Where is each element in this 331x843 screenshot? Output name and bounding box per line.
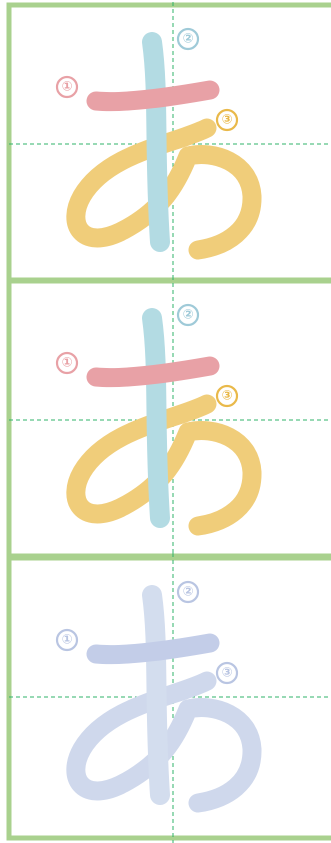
stroke-number-2-label: ②: [182, 32, 193, 47]
stroke-number-2: ②: [178, 29, 198, 49]
stroke-number-3: ③: [217, 663, 237, 683]
stroke-number-2-label: ②: [182, 585, 193, 600]
stroke-number-1-label: ①: [61, 633, 72, 648]
stroke-number-1-label: ①: [61, 80, 72, 95]
stroke-number-1: ①: [57, 353, 77, 373]
stroke-number-2-label: ②: [182, 308, 193, 323]
stroke-number-3: ③: [217, 386, 237, 406]
stroke-number-3-label: ③: [221, 389, 232, 404]
practice-panel-3: ① ② ③: [9, 553, 331, 843]
stroke-number-3-label: ③: [221, 666, 232, 681]
practice-panel-1: ① ② ③: [9, 2, 331, 282]
stroke-number-2: ②: [178, 582, 198, 602]
stroke-number-3: ③: [217, 110, 237, 130]
practice-panel-2: ① ② ③: [9, 276, 331, 557]
stroke-number-1: ①: [57, 630, 77, 650]
stroke-2-vertical: [152, 42, 160, 242]
stroke-number-1-label: ①: [61, 356, 72, 371]
stroke-number-2: ②: [178, 305, 198, 325]
stroke-number-1: ①: [57, 77, 77, 97]
stroke-2-vertical: [152, 595, 160, 795]
stroke-2-vertical: [152, 318, 160, 518]
stroke-number-3-label: ③: [221, 113, 232, 128]
